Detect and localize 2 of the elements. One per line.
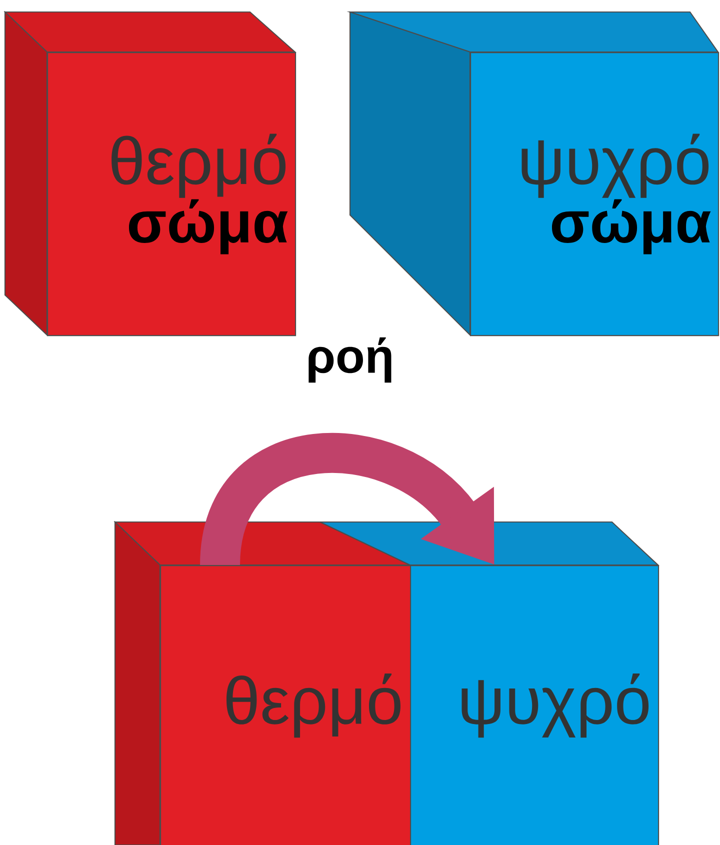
edge-label: ροή [303,334,397,386]
curved-arrow [200,433,494,568]
